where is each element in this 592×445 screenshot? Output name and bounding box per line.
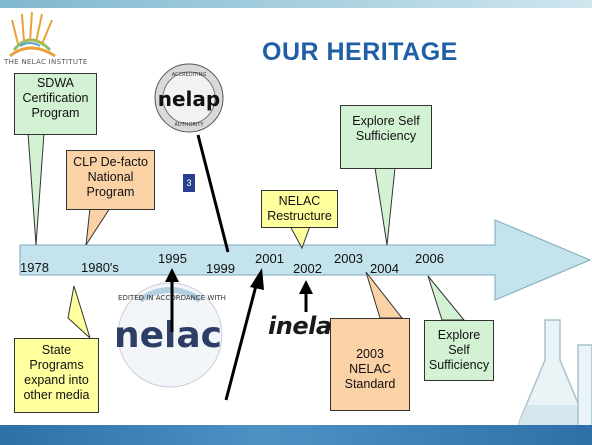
nelap-ring-top: ACCREDITING (172, 72, 207, 78)
restructure-callout: NELAC Restructure (261, 190, 338, 228)
callout-line: CLP De-facto (73, 155, 148, 169)
lab-flask-decoration (518, 319, 592, 435)
callout-line: NELAC (278, 194, 321, 208)
callout-line: Programs (29, 358, 84, 372)
pointer-2001-line (224, 277, 260, 401)
sdwa-tail (27, 132, 45, 246)
nelap-ring-bottom: AUTHORITY (175, 122, 205, 128)
callout-line: other media (23, 388, 90, 402)
sdwa-callout: SDWA Certification Program (14, 73, 97, 135)
standard-2003-callout: 2003 NELAC Standard (330, 318, 410, 411)
callout-line: National (87, 170, 134, 184)
clp-tail (85, 207, 111, 246)
clp-callout: CLP De-facto National Program (66, 150, 155, 210)
nelap-seal-word: nelap (158, 87, 220, 111)
page-title: OUR HERITAGE (262, 38, 458, 66)
callout-line: Program (86, 185, 135, 199)
callout-line: Self (448, 343, 470, 357)
callout-line: Program (31, 106, 80, 120)
nelac-seal: nelac EDITED IN ACCORDANCE WITH (114, 282, 226, 388)
callout-line: Certification (22, 91, 89, 105)
year-label: 2001 (255, 251, 284, 266)
state-programs-tail (67, 285, 92, 340)
year-label: 2002 (293, 261, 322, 276)
year-label: 1980's (81, 260, 119, 275)
callout-line: 2003 (356, 347, 384, 361)
callout-line: SDWA (36, 76, 75, 90)
nelap-pointer-line (196, 134, 230, 253)
explore-bottom-tail (427, 275, 466, 321)
state-programs-callout: State Programs expand into other media (14, 338, 99, 413)
year-label: 1995 (158, 251, 187, 266)
callout-line: Explore (437, 328, 481, 342)
callout-line: Sufficiency (355, 129, 417, 143)
inela-logo: inela (268, 312, 332, 340)
standard-tail (365, 271, 404, 319)
callout-line: Sufficiency (428, 358, 490, 372)
explore-top-tail (374, 167, 396, 246)
year-label: 2004 (370, 261, 399, 276)
nelac-seal-word: nelac (114, 315, 222, 356)
callout-line: Standard (344, 377, 396, 391)
year-label: 1999 (206, 261, 235, 276)
callout-line: Explore Self (352, 114, 420, 128)
timeline-arrow (19, 219, 592, 301)
callout-line: NELAC (349, 362, 391, 376)
year-label: 1978 (20, 260, 49, 275)
nelap-seal: nelap ACCREDITING AUTHORITY (154, 63, 224, 133)
explore-top-callout: Explore Self Sufficiency (340, 105, 432, 169)
nelac-institute-logo (9, 11, 56, 58)
bottom-band (0, 425, 592, 445)
callout-line: State (41, 343, 72, 357)
year-label: 2006 (415, 251, 444, 266)
explore-bottom-callout: Explore Self Sufficiency (424, 320, 494, 381)
blue-tag: 3 (183, 174, 195, 192)
top-band (0, 0, 592, 8)
logo-caption: THE NELAC INSTITUTE (4, 58, 88, 66)
year-label: 2003 (334, 251, 363, 266)
callout-line: Restructure (267, 209, 332, 223)
callout-line: expand into (24, 373, 89, 387)
